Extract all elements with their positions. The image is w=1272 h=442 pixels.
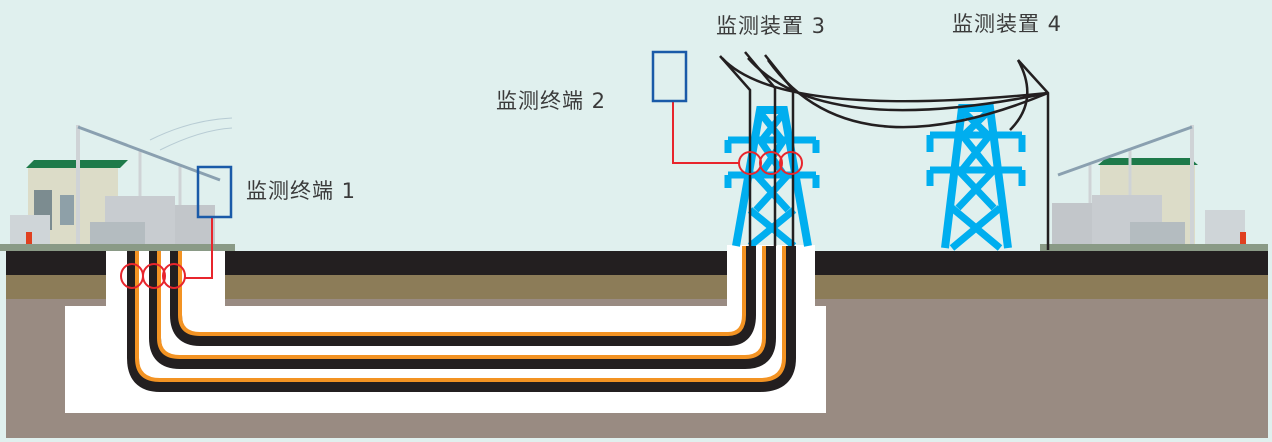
sensor-rings-tower [672, 102, 803, 175]
substation-right [1040, 125, 1268, 251]
label-terminal-2: 监测终端 2 [496, 89, 607, 113]
substation-left [0, 117, 235, 251]
terminal-box-1 [196, 165, 233, 219]
underground-cables [127, 246, 796, 392]
transmission-tower-near [724, 106, 820, 249]
overhead-lines [719, 51, 1050, 250]
label-device-3: 监测装置 3 [716, 14, 827, 38]
transmission-tower-far [926, 104, 1026, 251]
cable-trench [65, 245, 826, 413]
cable-middle [149, 246, 776, 369]
terminal-box-2 [651, 50, 688, 103]
label-device-4: 监测装置 4 [952, 12, 1063, 36]
cable-outer [127, 246, 796, 392]
cable-inner [170, 246, 756, 346]
label-terminal-1: 监测终端 1 [246, 179, 357, 203]
sensor-rings-left [120, 217, 213, 289]
